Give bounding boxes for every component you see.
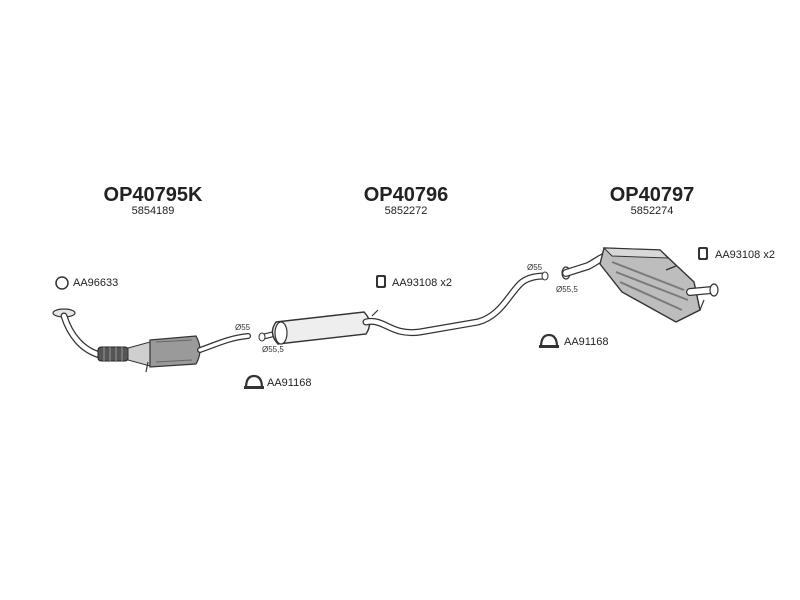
- part-label-clamp-middle: AA93108 x2: [392, 277, 452, 289]
- clamp-icon: [698, 247, 708, 260]
- diameter-label: Ø55,5: [262, 345, 284, 354]
- rear-silencer: [561, 247, 719, 323]
- diameter-label: Ø55: [527, 263, 543, 272]
- part-label-u-bolt-rear: AA91168: [564, 336, 609, 348]
- assembly-code-middle: OP40796: [363, 184, 449, 206]
- middle-pipe-with-silencer: [258, 271, 549, 345]
- assembly-code-front: OP40795K: [103, 184, 203, 206]
- part-label-gasket-ring: AA96633: [73, 277, 119, 289]
- diameter-label: Ø55: [235, 323, 251, 332]
- assembly-oem-front: 5854189: [131, 205, 175, 217]
- assembly-code-rear: OP40797: [609, 184, 695, 206]
- assembly-oem-middle: 5852272: [384, 205, 428, 217]
- part-label-u-bolt-front: AA91168: [267, 377, 312, 389]
- gasket-ring-icon: [55, 276, 69, 290]
- u-bolt-clamp-icon: [539, 333, 559, 348]
- u-bolt-clamp-icon: [244, 374, 264, 389]
- part-label-clamp-rear: AA93108 x2: [715, 249, 775, 261]
- assembly-oem-rear: 5852274: [630, 205, 674, 217]
- front-pipe-with-catalyst: [52, 308, 251, 373]
- clamp-icon: [376, 275, 386, 288]
- diameter-label: Ø55,5: [556, 285, 578, 294]
